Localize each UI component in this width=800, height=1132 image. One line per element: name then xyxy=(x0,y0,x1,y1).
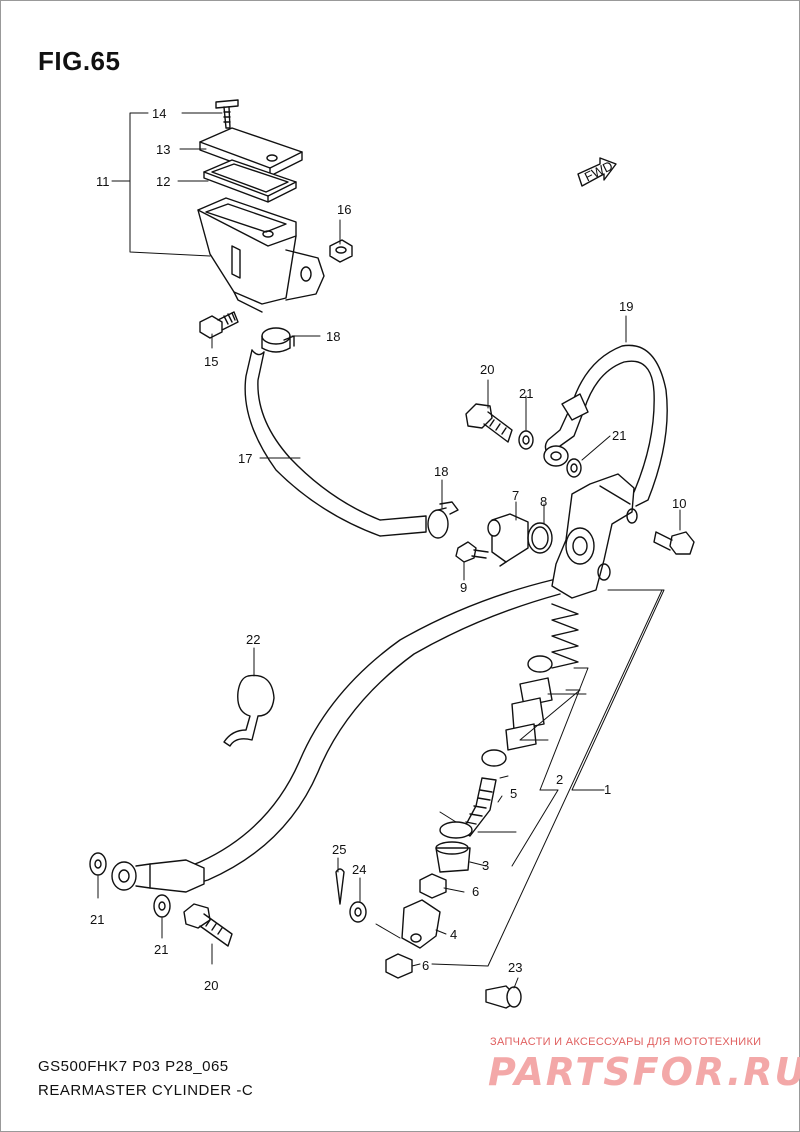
clip-22 xyxy=(223,674,275,747)
callout-18-upper: 18 xyxy=(326,329,340,344)
callout-20-upper: 20 xyxy=(480,362,494,377)
lower-brake-hose xyxy=(189,579,561,885)
callout-18-lower: 18 xyxy=(434,464,448,479)
callout-25: 25 xyxy=(332,842,346,857)
joint-7 xyxy=(487,513,529,567)
callout-12: 12 xyxy=(156,174,170,189)
push-rod-5 xyxy=(461,777,497,837)
master-cylinder-body xyxy=(551,473,638,599)
reservoir-body-11 xyxy=(197,197,325,313)
watermark-subtitle: ЗАПЧАСТИ И АКСЕССУАРЫ ДЛЯ МОТОТЕХНИКИ xyxy=(490,1036,762,1048)
callout-20-lower: 20 xyxy=(204,978,218,993)
nut-16 xyxy=(329,239,353,263)
pin-23 xyxy=(485,985,522,1009)
callout-13: 13 xyxy=(156,142,170,157)
callout-16: 16 xyxy=(337,202,351,217)
clamp-18-lower xyxy=(427,501,459,539)
watermark-logo: PARTSFOR.RU xyxy=(488,1050,800,1094)
callout-15: 15 xyxy=(204,354,218,369)
screw-14 xyxy=(215,99,239,129)
leader-lines xyxy=(97,112,681,989)
spring xyxy=(551,603,579,669)
callout-3: 3 xyxy=(482,858,489,873)
callout-8: 8 xyxy=(540,494,547,509)
hose-fitting-lower xyxy=(111,859,205,893)
callout-22: 22 xyxy=(246,632,260,647)
nut-6-upper xyxy=(419,873,447,899)
clevis-4 xyxy=(401,899,441,949)
clamp-18-upper xyxy=(261,327,295,353)
callout-23: 23 xyxy=(508,960,522,975)
callout-10: 10 xyxy=(672,496,686,511)
callout-7: 7 xyxy=(512,488,519,503)
callout-21-upper-b: 21 xyxy=(612,428,626,443)
figure-code: GS500FHK7 P03 P28_065 xyxy=(38,1058,229,1075)
callout-6-lower: 6 xyxy=(422,958,429,973)
washer-21-lower-a xyxy=(89,852,107,876)
callout-2: 2 xyxy=(556,772,563,787)
callout-21-lower-a: 21 xyxy=(90,912,104,927)
washer-21-upper-b xyxy=(566,458,582,478)
fwd-arrow-icon xyxy=(577,157,617,187)
washer-21-lower-b xyxy=(153,894,171,918)
callout-6-upper: 6 xyxy=(472,884,479,899)
callout-21-upper-a: 21 xyxy=(519,386,533,401)
washer-21-upper-a xyxy=(518,430,534,450)
banjo-bolt-20-lower xyxy=(183,903,233,947)
callout-5: 5 xyxy=(510,786,517,801)
cotter-pin-25 xyxy=(335,868,345,905)
callout-19: 19 xyxy=(619,299,633,314)
callout-17: 17 xyxy=(238,451,252,466)
screw-9 xyxy=(455,541,489,563)
fwd-label: FWD xyxy=(582,158,615,184)
piston-parts xyxy=(481,655,553,767)
callout-21-lower-b: 21 xyxy=(154,942,168,957)
reservoir-hose-17 xyxy=(244,349,427,537)
callout-4: 4 xyxy=(450,927,457,942)
brake-hose-19 xyxy=(543,344,668,507)
bolt-10 xyxy=(653,531,695,555)
callout-24: 24 xyxy=(352,862,366,877)
callout-1: 1 xyxy=(604,782,611,797)
callout-14: 14 xyxy=(152,106,166,121)
figure-name: REARMASTER CYLINDER -C xyxy=(38,1082,254,1099)
o-ring-8 xyxy=(527,522,553,554)
bolt-15 xyxy=(199,311,239,339)
callout-9: 9 xyxy=(460,580,467,595)
diaphragm-12 xyxy=(203,159,297,203)
boot-3 xyxy=(435,821,473,873)
nut-6-lower xyxy=(385,953,413,979)
figure-title: FIG.65 xyxy=(38,46,121,76)
washer-24 xyxy=(349,901,367,923)
callout-11: 11 xyxy=(96,174,110,189)
banjo-bolt-20-upper xyxy=(465,403,513,443)
